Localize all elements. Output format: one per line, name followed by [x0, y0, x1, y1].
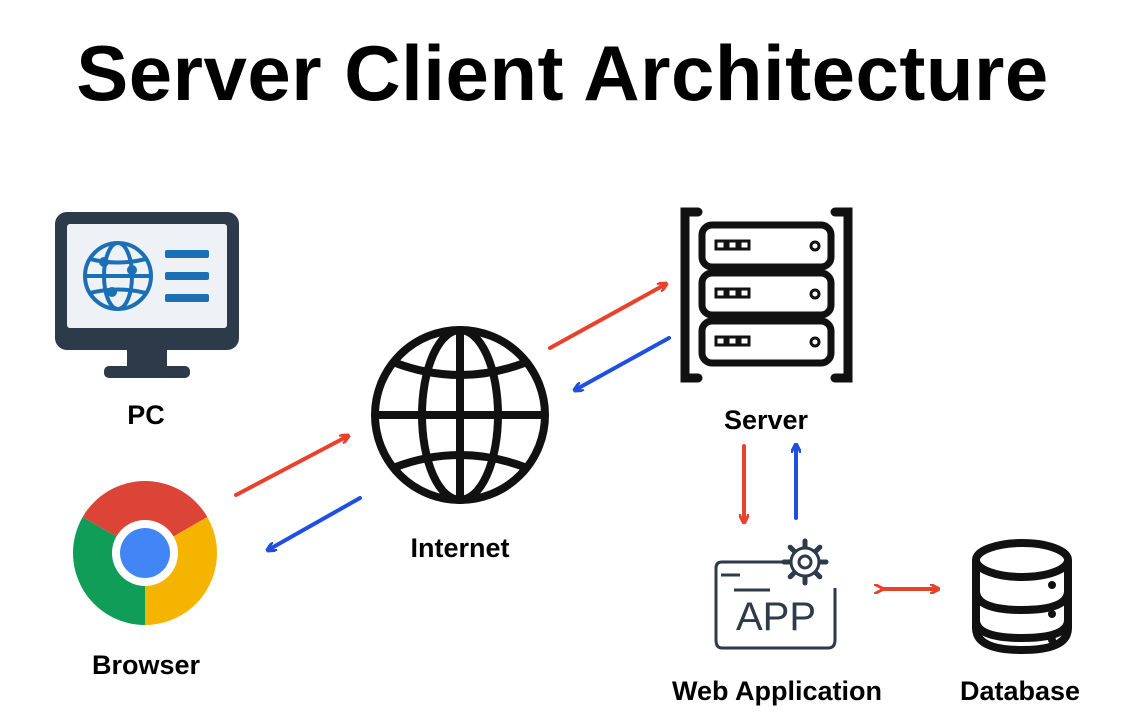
globe-icon — [371, 326, 549, 504]
chrome-icon — [73, 481, 217, 625]
pc-label: PC — [127, 400, 165, 430]
browser-label: Browser — [91, 650, 201, 680]
internet-label: Internet — [410, 533, 510, 563]
app-window-icon: APP — [714, 560, 837, 650]
database-label: Database — [959, 676, 1081, 706]
app-icon-text: APP — [736, 595, 816, 639]
database-icon — [972, 539, 1072, 655]
monitor-icon — [55, 212, 239, 378]
gear-icon — [781, 538, 829, 586]
server-label: Server — [723, 405, 809, 435]
server-rack-icon — [680, 207, 853, 383]
arrow-browser-to-internet — [234, 436, 348, 497]
diagram-title: Server Client Architecture — [76, 29, 1049, 117]
arrow-server-to-internet — [575, 336, 671, 390]
web-application-label: Web Application — [671, 676, 882, 706]
arrow-internet-to-server — [548, 284, 666, 350]
arrow-internet-to-browser — [268, 496, 362, 550]
